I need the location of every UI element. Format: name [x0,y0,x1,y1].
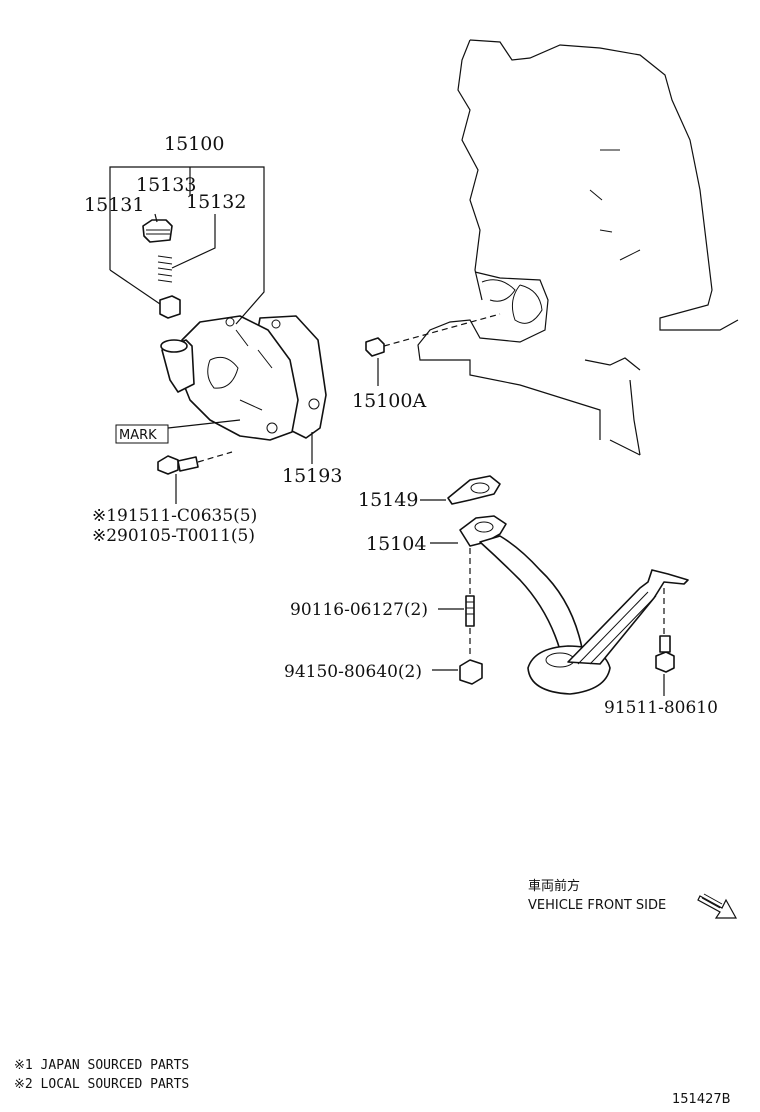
part-number-bolt-japan: ※191511-C0635(5) [92,506,257,526]
front-arrow-icon [697,893,738,919]
mark-label: MARK [119,428,157,443]
part-number-15100a: 15100A [352,390,426,412]
part-number-15133: 15133 [136,174,196,196]
vehicle-front-jp: 車両前方 [528,878,580,894]
part-number-15131: 15131 [84,194,144,216]
part-number-15132: 15132 [186,191,246,213]
part-number-15104: 15104 [366,533,426,555]
part-number-strainer-bolt: 91511-80610 [604,698,718,718]
note-local-sourced: ※2 LOCAL SOURCED PARTS [14,1077,189,1092]
oil-pump-drawing [142,219,327,475]
part-number-nut: 94150-80640(2) [284,662,422,682]
part-number-15149: 15149 [358,489,418,511]
mark-label-box [115,424,169,444]
part-number-bolt-local: ※290105-T0011(5) [92,526,255,546]
part-number-stud: 90116-06127(2) [290,600,428,620]
part-number-15193: 15193 [282,465,342,487]
note-japan-sourced: ※1 JAPAN SOURCED PARTS [14,1058,189,1073]
engine-block-outline [417,39,739,456]
figure-id: 151427B [672,1092,731,1107]
leader-lines [109,166,665,696]
part-15100a-drawing [365,313,501,357]
oil-strainer-drawing [447,475,689,695]
vehicle-front-en: VEHICLE FRONT SIDE [528,898,666,913]
part-number-15100: 15100 [164,133,224,155]
